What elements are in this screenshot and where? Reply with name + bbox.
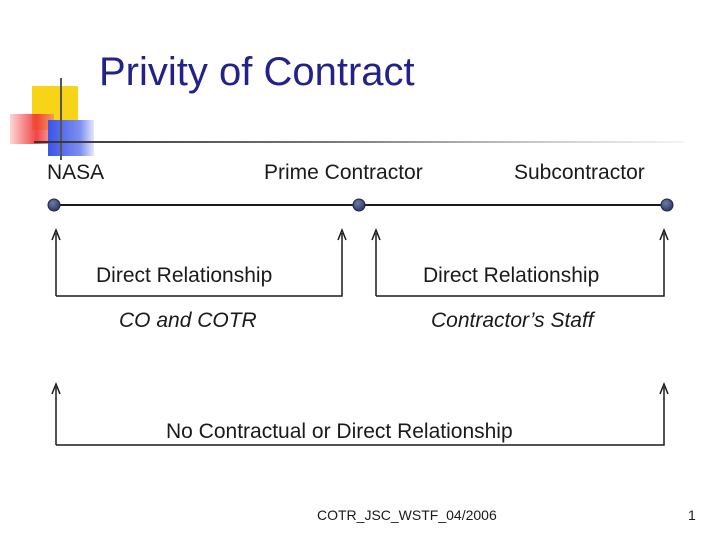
node-subcontractor [660, 198, 674, 212]
left-relationship-sub: CO and COTR [119, 309, 257, 332]
bracket-nasa-sub [51, 381, 669, 446]
slide-title: Privity of Contract [99, 50, 415, 94]
footer-text: COTR_JSC_WSTF_04/2006 [317, 507, 497, 523]
logo-vertical-line [60, 78, 62, 160]
party-prime-contractor: Prime Contractor [264, 161, 423, 184]
party-subcontractor: Subcontractor [514, 161, 645, 184]
logo-red-block [10, 114, 54, 144]
node-nasa [47, 198, 61, 212]
no-relationship-label: No Contractual or Direct Relationship [166, 420, 513, 443]
party-nasa: NASA [47, 161, 105, 184]
page-number: 1 [688, 507, 696, 523]
title-rule [34, 141, 684, 143]
logo-blue-block [48, 120, 94, 156]
right-relationship-sub: Contractor’s Staff [431, 309, 594, 332]
bracket-prime-sub [371, 227, 669, 297]
left-relationship-label: Direct Relationship [96, 264, 273, 287]
node-prime-contractor [352, 198, 366, 212]
bracket-nasa-prime [51, 227, 347, 297]
right-relationship-label: Direct Relationship [423, 264, 600, 287]
